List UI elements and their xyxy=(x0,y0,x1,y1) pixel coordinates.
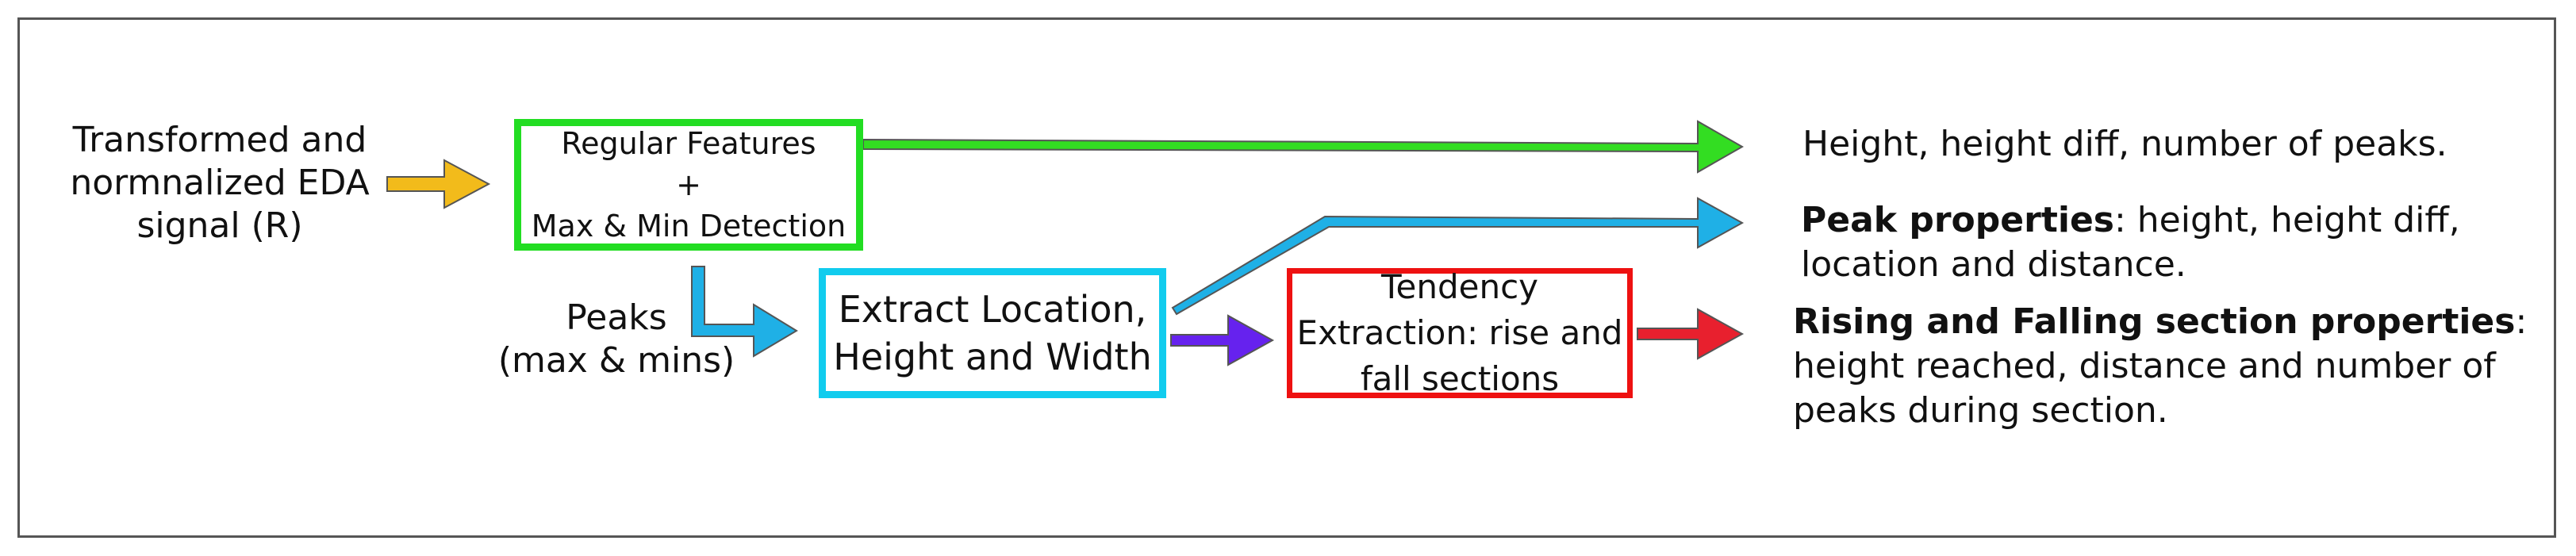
peaks-label: Peaks (max & mins) xyxy=(486,297,747,382)
regular-features-box: Regular Features + Max & Min Detection xyxy=(514,119,863,251)
tendency-extraction-box: Tendency Extraction: rise and fall secti… xyxy=(1287,267,1633,398)
peaks-label-line: Peaks xyxy=(566,297,667,338)
peak-output-arrow xyxy=(1171,197,1745,316)
input-label-line: Transformed and xyxy=(72,120,367,160)
rise-fall-output-bold: Rising and Falling section properties xyxy=(1793,301,2516,342)
tendency-box-line: fall sections xyxy=(1360,359,1560,398)
input-label-line: normnalized EDA xyxy=(70,163,370,203)
peak-output-text: Peak properties: height, height diff, lo… xyxy=(1801,198,2515,287)
regular-box-line: Max & Min Detection xyxy=(531,209,847,243)
regular-output-arrow xyxy=(862,120,1745,174)
regular-box-line: Regular Features xyxy=(561,126,816,161)
peaks-arrow xyxy=(691,266,798,358)
input-signal-label: Transformed and normnalized EDA signal (… xyxy=(49,119,390,247)
extract-tendency-arrow xyxy=(1170,314,1275,366)
extract-box-line: Height and Width xyxy=(833,336,1152,378)
extract-box-line: Extract Location, xyxy=(838,288,1147,331)
regular-box-line: + xyxy=(676,167,701,202)
regular-output-text: Height, height diff, number of peaks. xyxy=(1802,122,2548,167)
input-label-line: signal (R) xyxy=(136,205,303,246)
rise-fall-output-text: Rising and Falling section properties: h… xyxy=(1793,300,2539,433)
regular-output-label: Height, height diff, number of peaks. xyxy=(1802,124,2447,164)
tendency-box-line: Tendency xyxy=(1380,267,1539,306)
diagram-frame xyxy=(17,17,2556,538)
peak-output-rest: : height, height diff, location and dist… xyxy=(1801,200,2460,285)
rise-fall-output-rest: : height reached, distance and number of… xyxy=(1793,301,2528,431)
tendency-box-line: Extraction: rise and xyxy=(1296,313,1623,352)
extract-location-box: Extract Location, Height and Width xyxy=(819,268,1166,398)
peak-output-bold: Peak properties xyxy=(1801,200,2114,240)
peaks-label-line: (max & mins) xyxy=(497,340,735,381)
input-arrow xyxy=(386,159,491,209)
tendency-output-arrow xyxy=(1637,308,1745,360)
